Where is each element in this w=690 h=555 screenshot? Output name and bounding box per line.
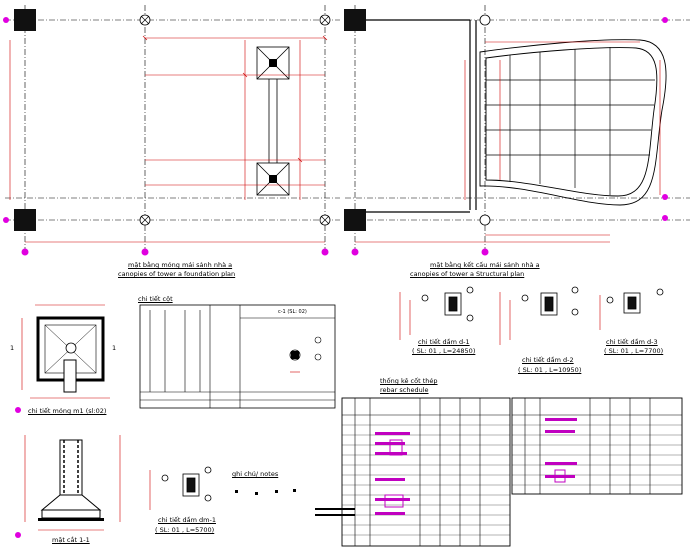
rebar-schedule-title-en: rebar schedule	[380, 386, 429, 394]
note-marks	[235, 489, 355, 516]
beam-d1-info: ( SL: 01 , L=24850)	[412, 347, 476, 355]
notes-title: ghi chú/ notes	[232, 470, 279, 478]
section-1-1-title: mặt cắt 1-1	[52, 536, 90, 544]
beam-details	[161, 286, 664, 502]
grid-lines	[5, 5, 340, 250]
grid-crosses	[140, 15, 330, 225]
rebar-schedule	[341, 397, 683, 547]
foundation-plan	[3, 5, 340, 256]
foundation-plan-title-en: canopies of tower a foundation plan	[118, 270, 236, 278]
foundation-plan-title-vn: mặt bằng móng mái sảnh nhà a	[128, 261, 233, 269]
beam-d2-info: ( SL: 01 , L=10950)	[518, 366, 582, 374]
grid-bubbles	[3, 17, 329, 256]
beam-d3-info: ( SL: 01 , L=7700)	[604, 347, 664, 355]
dimension-lines	[9, 37, 325, 243]
footing-detail	[15, 304, 110, 413]
canopy-outline	[479, 39, 667, 206]
section-1-1	[15, 435, 121, 538]
section-mark-right: 1	[112, 344, 117, 352]
beam-dm1-info: ( SL: 01 , L=5700)	[155, 526, 215, 534]
beam-d1-title: chi tiết dầm d-1	[418, 338, 470, 346]
beam-d3-title: chi tiết dầm d-3	[606, 338, 658, 346]
column-blocks	[14, 9, 36, 231]
beam-d2-title: chi tiết dầm d-2	[522, 356, 574, 364]
footing-detail-title: chi tiết móng m1 (sl:02)	[28, 407, 107, 415]
structural-plan-title-en: canopies of tower a Structural plan	[410, 270, 525, 278]
rebar-schedule-title-vn: thống kê cốt thép	[380, 377, 438, 385]
beam-dm1-title: chi tiết dầm dm-1	[158, 516, 216, 524]
section-mark-left: 1	[10, 344, 15, 352]
structural-plan-title-vn: mặt bằng kết cấu mái sảnh nhà a	[430, 261, 540, 269]
column-table-tag: c-1 (SL: 02)	[278, 309, 307, 315]
structural-plan	[344, 5, 690, 256]
column-detail-table	[139, 304, 336, 409]
column-detail-title: chi tiết cột	[138, 295, 173, 303]
